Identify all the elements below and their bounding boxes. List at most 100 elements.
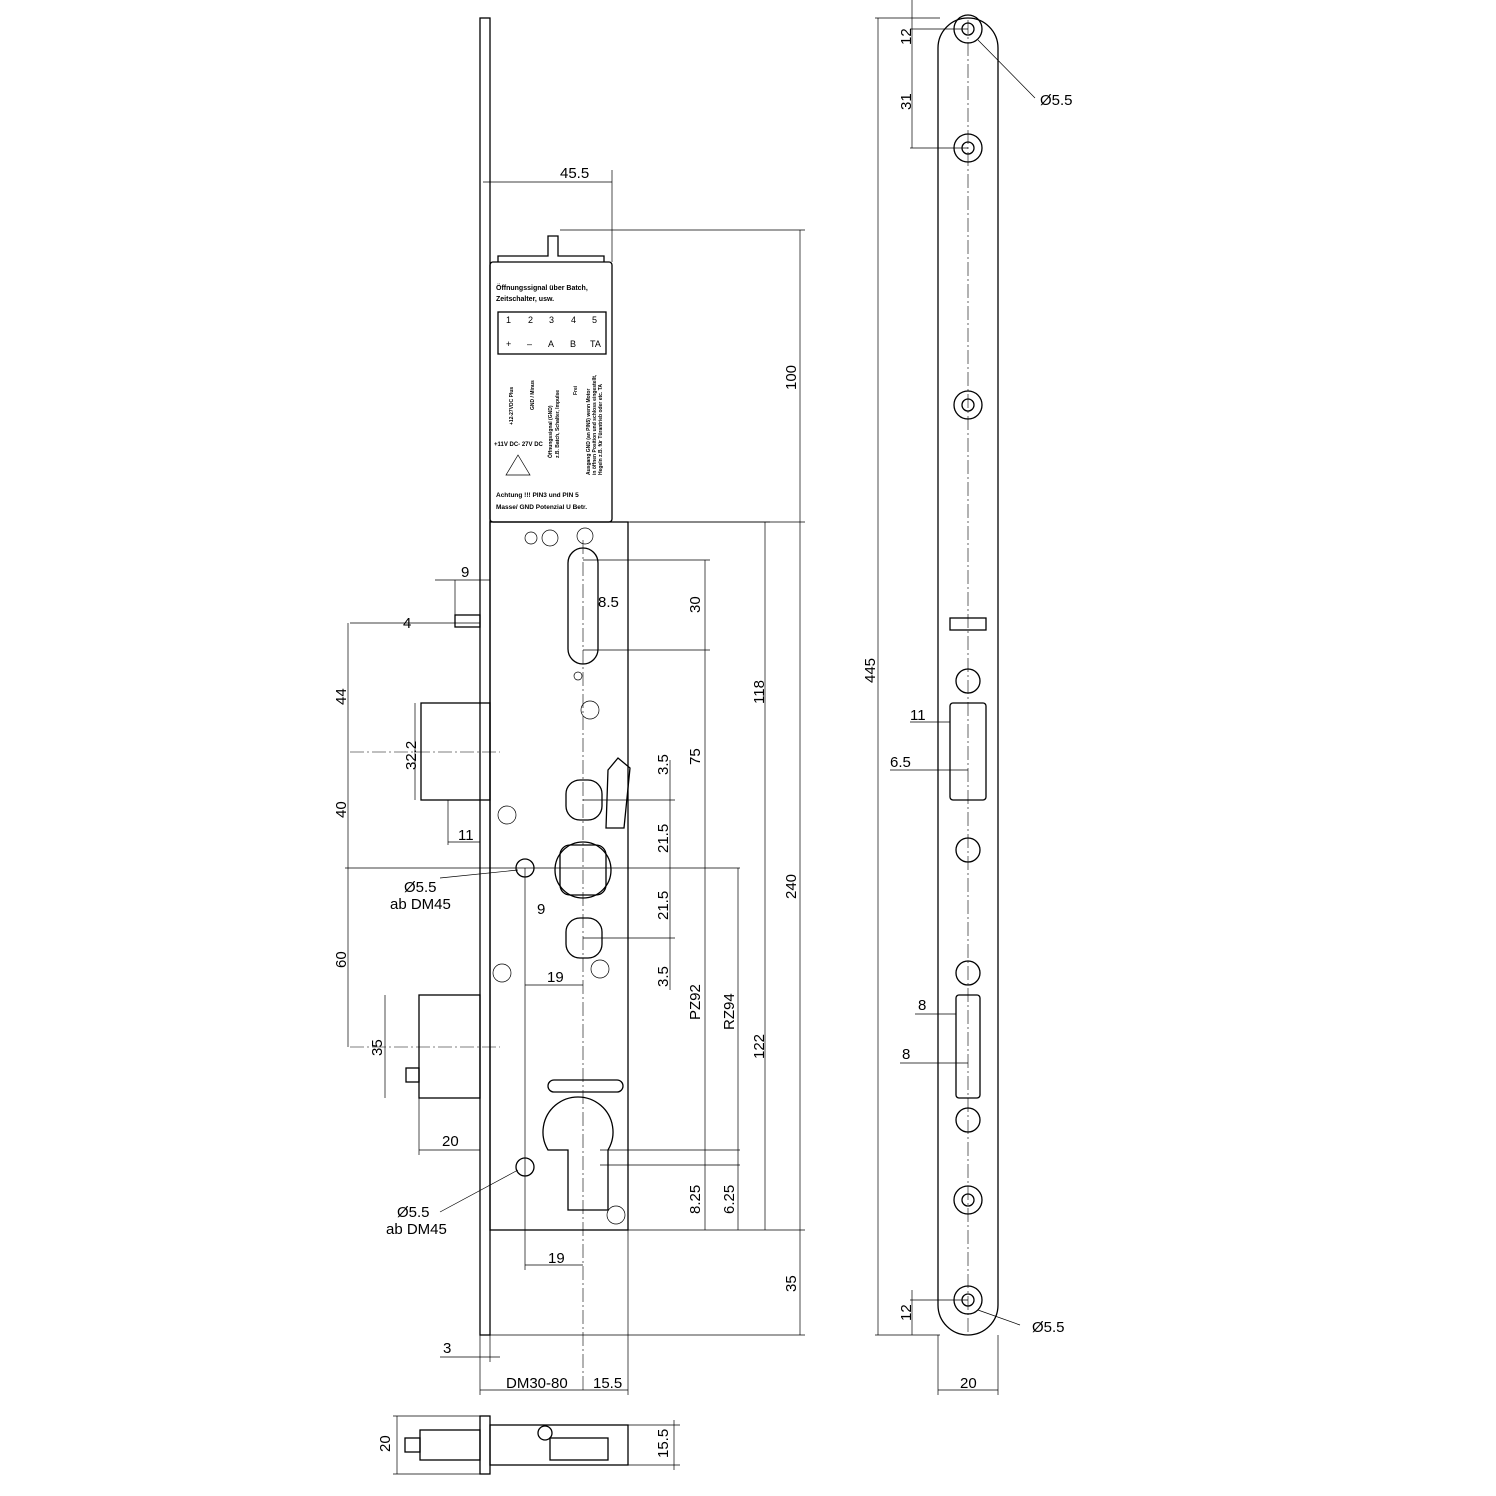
module-title-line2: Zeitschalter, usw.: [496, 296, 554, 303]
dim-label: Ø5.5: [1040, 92, 1073, 109]
bottom-screw-icon: [537, 1425, 553, 1441]
faceplate-side-view: [875, 0, 1036, 1395]
dim-label: 100: [783, 365, 800, 390]
dim-label: ab DM45: [386, 1221, 447, 1238]
latch-bolt: [420, 702, 491, 801]
dim-label: 75: [687, 748, 704, 765]
warning-icon: [505, 454, 531, 476]
dim-label: Ø5.5: [1032, 1319, 1065, 1336]
dim-label: 20: [377, 1435, 394, 1452]
terminal-label: –: [527, 339, 532, 349]
dim-label: 31: [898, 93, 915, 110]
bottom-bolt: [419, 1429, 481, 1461]
pin-number: 3: [549, 315, 554, 325]
slide-bar: [547, 1079, 624, 1093]
dim-label: 60: [333, 951, 350, 968]
bottom-bolt-pin: [404, 1437, 421, 1453]
dim-label: 21.5: [655, 824, 672, 853]
module-bracket: [497, 235, 605, 262]
faceplate-outline: [937, 17, 999, 1336]
dim-label: 12: [898, 28, 915, 45]
lock-front-view: [350, 17, 631, 1390]
dim-label: Ø5.5: [404, 879, 437, 896]
spring: [605, 757, 631, 829]
pin-description: GND / Minus: [530, 380, 536, 410]
dim-label: 240: [783, 874, 800, 899]
terminal-label: B: [570, 339, 576, 349]
terminal-label: +: [506, 339, 511, 349]
pin-number: 5: [592, 315, 597, 325]
dim-label: 9: [537, 901, 545, 918]
dim-label: 45.5: [560, 165, 589, 182]
bottom-faceplate: [479, 1415, 491, 1475]
cylinder-cutout: [542, 1096, 614, 1211]
pin-number: 4: [571, 315, 576, 325]
dim-label: 3: [443, 1340, 451, 1357]
bottom-terminal: [549, 1437, 609, 1461]
dim-label: 12: [898, 1304, 915, 1321]
faceplate: [479, 17, 491, 1336]
dimension-lines: [345, 170, 805, 1395]
pin-description: Hegeln z.B. für Türantrieb oder etc. TA: [598, 384, 604, 475]
dim-label: 15.5: [655, 1429, 672, 1458]
terminal-block: [497, 311, 607, 355]
electronic-module: [489, 261, 613, 523]
dim-label: 8.25: [687, 1185, 704, 1214]
trigger-pin: [454, 614, 481, 628]
dim-label: 122: [751, 1034, 768, 1059]
dim-label: 21.5: [655, 891, 672, 920]
module-label: Öffnungssignal über Batch, Zeitschalter,…: [494, 283, 604, 511]
dim-label: 6.5: [890, 754, 911, 771]
dim-label: Ø5.5: [397, 1204, 430, 1221]
dim-label: ab DM45: [390, 896, 451, 913]
module-title-line1: Öffnungssignal über Batch,: [496, 283, 588, 292]
dim-label: 4: [403, 615, 411, 632]
dim-label: 20: [442, 1133, 459, 1150]
terminal-label: A: [548, 339, 554, 349]
warning-line1: Achtung !!! PIN3 und PIN 5: [496, 492, 579, 499]
dim-label: 8.5: [598, 594, 619, 611]
dim-label: 6.25: [721, 1185, 738, 1214]
dim-label: 35: [783, 1275, 800, 1292]
bolt-pin: [405, 1067, 420, 1083]
lock-case: [489, 521, 629, 1231]
warning-line2: Masse/ GND Potenzial U Betr.: [496, 504, 587, 511]
dim-label: RZ94: [721, 993, 738, 1030]
dimension-labels: 45.5 100 9 4 8.5 30 118 44 32.2 3.5 75 4…: [333, 28, 1073, 1458]
trigger-slot: [949, 617, 987, 631]
lock-bottom-view: [393, 1415, 680, 1475]
supply-voltage: +11V DC- 27V DC: [494, 442, 544, 448]
dim-label: 8: [902, 1046, 910, 1063]
screw-icons: [492, 527, 626, 1225]
dim-label: 11: [910, 707, 926, 724]
dim-label: 118: [751, 680, 768, 704]
dim-label: 19: [548, 1250, 565, 1267]
pin-description: +12-27VDC Plus: [509, 387, 515, 425]
dead-bolt: [418, 994, 481, 1099]
pin-description: Frei: [573, 385, 579, 395]
dim-label: 20: [960, 1375, 977, 1392]
dim-label: 9: [461, 564, 469, 581]
latch-opening: [949, 702, 987, 801]
dim-label: 44: [333, 688, 350, 705]
dim-label: 8: [918, 997, 926, 1014]
dim-label: 35: [369, 1039, 386, 1056]
bottom-case: [489, 1424, 629, 1466]
pin-number: 2: [528, 315, 533, 325]
dim-label: 32.2: [403, 741, 420, 770]
dim-label: PZ92: [687, 984, 704, 1020]
pin-number: 1: [506, 315, 511, 325]
dim-label: 3.5: [655, 754, 672, 775]
dim-label: 30: [687, 596, 704, 613]
terminal-label: TA: [590, 339, 601, 349]
dim-label: 19: [547, 969, 564, 986]
pin-description: Ausgang GND (an PIN5) wenn Motor: [586, 389, 592, 475]
dim-label: DM30-80: [506, 1375, 568, 1392]
pin-description: Öffnungssignal (GND): [547, 405, 554, 458]
dim-label: 15.5: [593, 1375, 622, 1392]
pin-description: z.B. Batch, Schalter, Impulse: [555, 390, 561, 458]
dim-label: 445: [862, 658, 879, 683]
bolt-opening: [955, 994, 981, 1099]
